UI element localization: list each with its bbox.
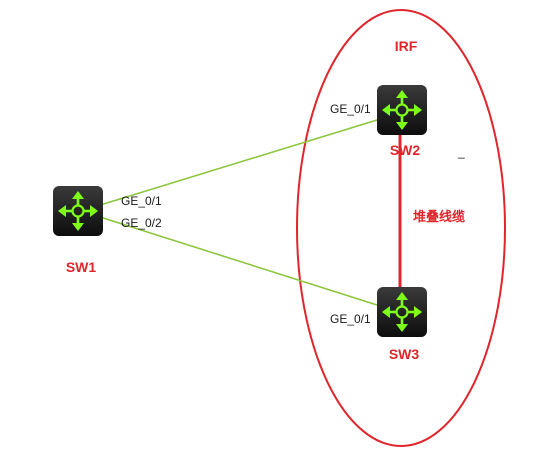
sw1-switch-icon[interactable] xyxy=(51,184,105,238)
stack-cable-label: 堆叠线缆 xyxy=(413,209,465,225)
irf-boundary-ellipse xyxy=(296,9,506,447)
sw1-port-ge01-label: GE_0/1 xyxy=(121,194,162,208)
sw2-switch-icon[interactable] xyxy=(375,83,429,137)
link-sw1-sw3 xyxy=(96,215,378,306)
sw2-port-ge01-label: GE_0/1 xyxy=(330,102,371,116)
sw2-label: SW2 xyxy=(390,142,421,158)
irf-label: IRF xyxy=(395,38,418,54)
stray-mark: _ xyxy=(457,145,465,159)
sw1-label: SW1 xyxy=(66,259,97,275)
sw1-port-ge02-label: GE_0/2 xyxy=(121,216,162,230)
sw3-port-ge01-label: GE_0/1 xyxy=(330,312,371,326)
link-sw1-sw2 xyxy=(96,119,378,207)
sw3-switch-icon[interactable] xyxy=(375,285,429,339)
sw3-label: SW3 xyxy=(389,346,420,362)
